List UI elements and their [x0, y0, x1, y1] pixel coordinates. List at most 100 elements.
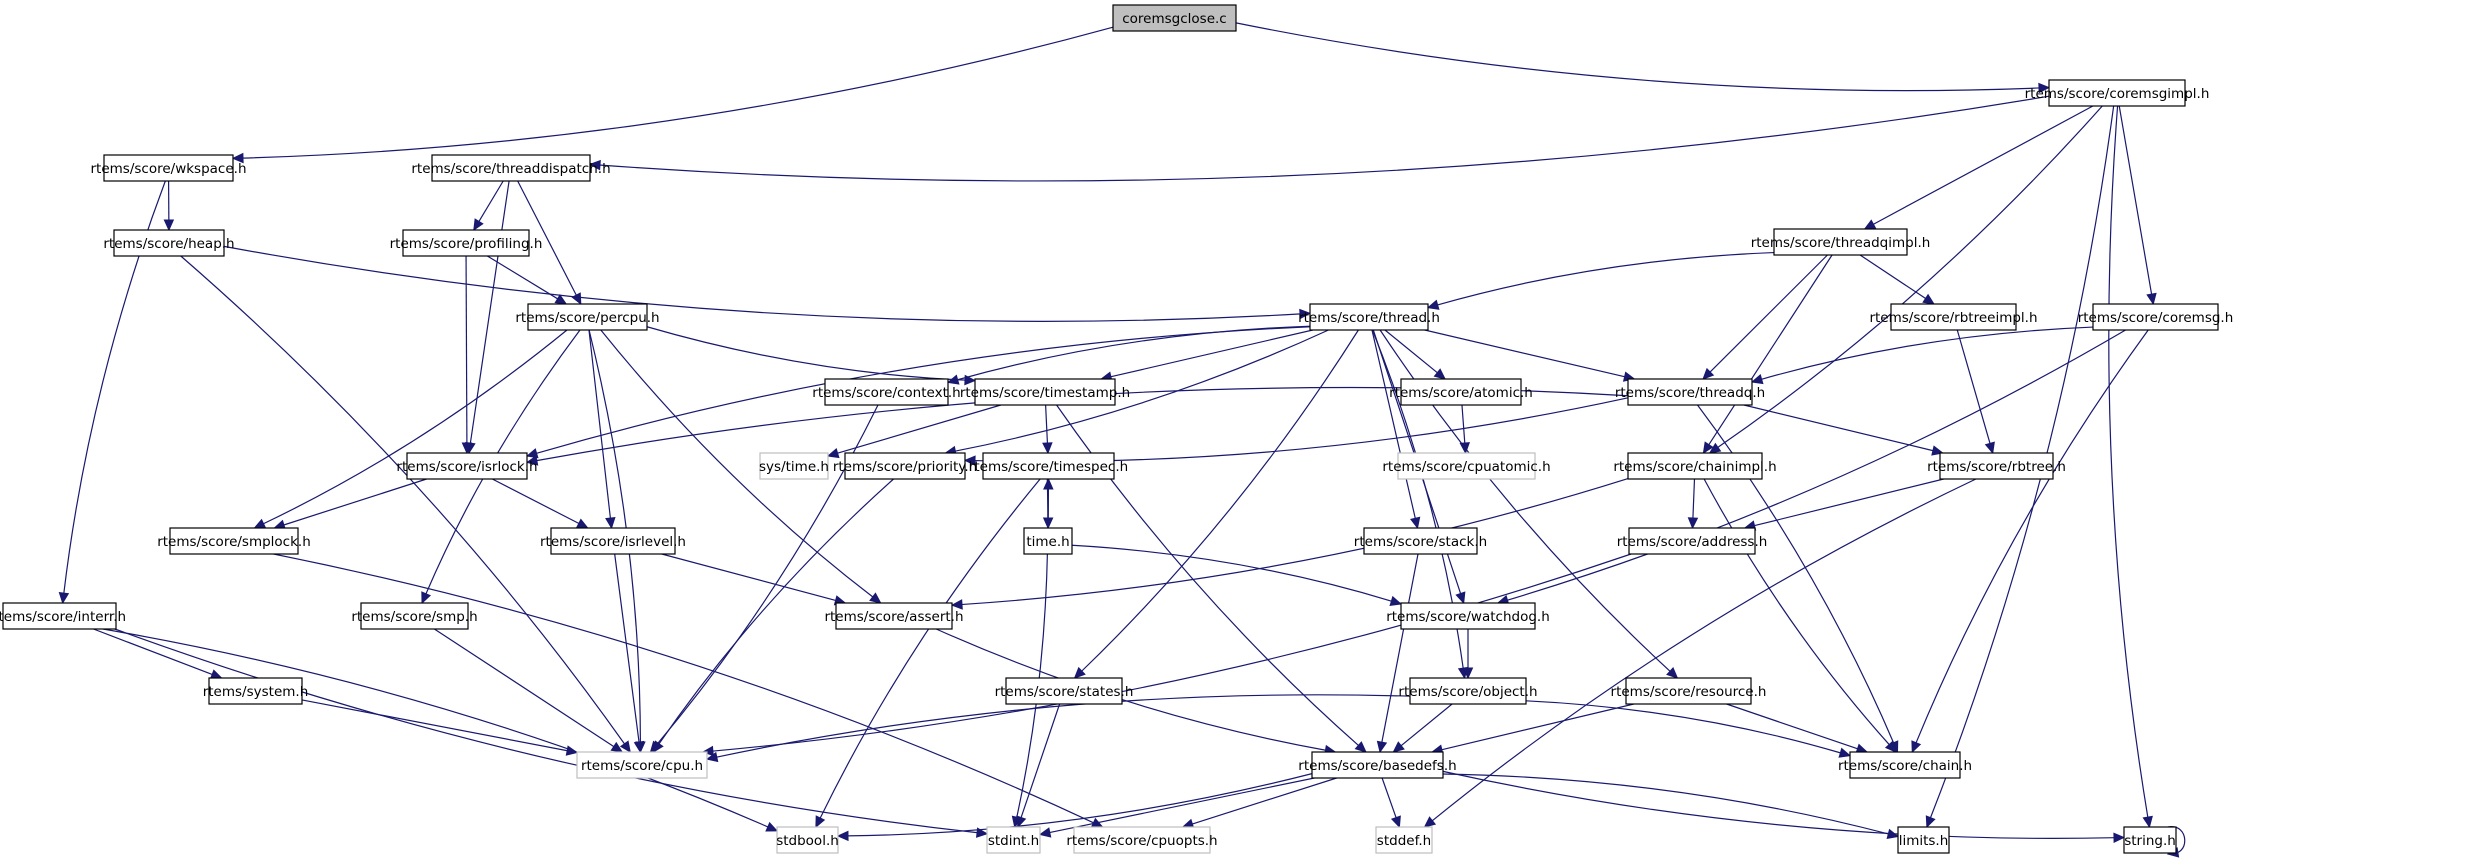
node-coremsgimpl[interactable]: rtems/score/coremsgimpl.h — [2025, 79, 2210, 107]
node-interr[interactable]: rtems/score/interr.h — [0, 602, 126, 630]
edge-arrowhead — [701, 745, 714, 757]
node-coremsgclose[interactable]: coremsgclose.c — [1112, 4, 1237, 32]
node-box — [1625, 677, 1752, 705]
node-box — [974, 378, 1116, 406]
edge-arrowhead — [1863, 219, 1877, 230]
edge-line — [1743, 404, 1935, 452]
node-box — [759, 452, 829, 480]
edge-coremsgimpl-to-threadqimpl — [1863, 105, 2094, 230]
node-rbtreeimpl[interactable]: rtems/score/rbtreeimpl.h — [1869, 303, 2038, 331]
node-assert[interactable]: rtems/score/assert.h — [824, 602, 964, 630]
edge-heap-to-thread — [223, 245, 1312, 322]
node-threadq[interactable]: rtems/score/threadq.h — [1615, 378, 1765, 406]
node-chain[interactable]: rtems/score/chain.h — [1838, 751, 1972, 779]
node-box — [982, 452, 1115, 480]
node-thread[interactable]: rtems/score/thread.h — [1298, 303, 1440, 331]
edge-arrowhead — [2146, 292, 2157, 306]
edge-line — [1048, 777, 1315, 834]
node-threadqimpl[interactable]: rtems/score/threadqimpl.h — [1751, 228, 1931, 256]
node-limits[interactable]: limits.h — [1897, 826, 1950, 854]
node-threaddispatch[interactable]: rtems/score/threaddispatch.h — [411, 154, 611, 182]
edge-arrowhead — [554, 294, 568, 305]
node-timestamp[interactable]: rtems/score/timestamp.h — [960, 378, 1130, 406]
edge-arrowhead — [2113, 832, 2126, 843]
node-box — [1309, 303, 1429, 331]
node-label: rtems/score/percpu.h — [515, 310, 659, 326]
edge-line — [1697, 404, 1895, 744]
node-smplock[interactable]: rtems/score/smplock.h — [157, 527, 311, 555]
node-isrlock[interactable]: rtems/score/isrlock.h — [396, 452, 538, 480]
edge-arrowhead — [575, 518, 589, 529]
edge-object-to-chain — [1525, 700, 1852, 758]
node-system[interactable]: rtems/system.h — [203, 677, 309, 705]
edge-arrowhead — [1073, 666, 1086, 679]
node-chainimpl[interactable]: rtems/score/chainimpl.h — [1613, 452, 1777, 480]
node-box — [1890, 303, 2017, 331]
edge-threaddispatch-to-isrlock — [465, 180, 510, 455]
edge-line — [819, 478, 1041, 820]
edge-arrowhead — [633, 740, 645, 754]
edge-line — [465, 255, 468, 445]
node-wkspace[interactable]: rtems/score/wkspace.h — [90, 154, 247, 182]
node-string[interactable]: string.h — [2123, 826, 2177, 854]
edge-stack-to-basedefs — [1376, 553, 1419, 754]
node-box — [1849, 751, 1961, 779]
edge-arrowhead — [1911, 740, 1922, 754]
edge-line — [1384, 329, 1439, 374]
node-object[interactable]: rtems/score/object.h — [1398, 677, 1538, 705]
node-isrlevel[interactable]: rtems/score/isrlevel.h — [540, 527, 686, 555]
node-timespec[interactable]: rtems/score/timespec.h — [969, 452, 1128, 480]
node-smp[interactable]: rtems/score/smp.h — [351, 602, 478, 630]
edge-line — [93, 628, 214, 676]
edge-arrowhead — [525, 448, 539, 459]
edges-layer — [58, 22, 2186, 858]
node-states[interactable]: rtems/score/states.h — [995, 677, 1134, 705]
node-label: rtems/score/coremsg.h — [2078, 310, 2234, 326]
node-percpu[interactable]: rtems/score/percpu.h — [515, 303, 660, 331]
node-profiling[interactable]: rtems/score/profiling.h — [390, 229, 543, 257]
node-atomic[interactable]: rtems/score/atomic.h — [1389, 378, 1533, 406]
node-stack[interactable]: rtems/score/stack.h — [1354, 527, 1487, 555]
edge-line — [1461, 404, 1466, 445]
edge-arrowhead — [58, 591, 70, 605]
edge-arrowhead — [588, 159, 601, 171]
edge-line — [588, 329, 612, 520]
node-box — [169, 527, 299, 555]
edge-system-to-cpu — [301, 699, 579, 756]
node-box — [1897, 826, 1950, 854]
node-watchdog[interactable]: rtems/score/watchdog.h — [1386, 602, 1550, 630]
edge-line — [487, 255, 559, 300]
node-box — [550, 527, 676, 555]
node-label: rtems/score/coremsgimpl.h — [2025, 86, 2210, 102]
edge-interr-to-stdbool — [102, 628, 779, 832]
node-heap[interactable]: rtems/score/heap.h — [103, 229, 235, 257]
node-basedefs[interactable]: rtems/score/basedefs.h — [1298, 751, 1457, 779]
node-box — [835, 602, 953, 630]
edge-line — [956, 325, 1311, 381]
edge-arrowhead — [1354, 741, 1367, 753]
node-priority[interactable]: rtems/score/priority.h — [833, 452, 977, 480]
node-label: rtems/score/address.h — [1617, 534, 1768, 550]
edge-line — [223, 245, 1302, 322]
node-timeh[interactable]: time.h — [1023, 527, 1073, 555]
edge-timestamp-to-timespec — [1042, 404, 1053, 455]
edge-arrowhead — [421, 591, 432, 605]
edge-line — [1080, 329, 1359, 673]
edge-interr-to-system — [93, 628, 223, 680]
edge-timespec-to-stdbool — [815, 478, 1041, 829]
node-coremsg[interactable]: rtems/score/coremsg.h — [2078, 303, 2234, 331]
edge-arrowhead — [473, 218, 484, 232]
node-box — [1773, 228, 1908, 256]
edge-thread-to-context — [946, 325, 1311, 385]
edge-profiling-to-isrlock — [461, 255, 473, 455]
node-label: rtems/score/priority.h — [833, 459, 977, 475]
node-context[interactable]: rtems/score/context.h — [812, 378, 961, 406]
edge-line — [1399, 703, 1453, 747]
edge-arrowhead — [765, 821, 779, 832]
node-rbtree[interactable]: rtems/score/rbtree.h — [1927, 452, 2066, 480]
node-resource[interactable]: rtems/score/resource.h — [1611, 677, 1767, 705]
edge-line — [1707, 254, 1833, 446]
edge-line — [434, 628, 615, 748]
edge-object-to-basedefs — [1392, 703, 1453, 753]
node-address[interactable]: rtems/score/address.h — [1617, 527, 1768, 555]
